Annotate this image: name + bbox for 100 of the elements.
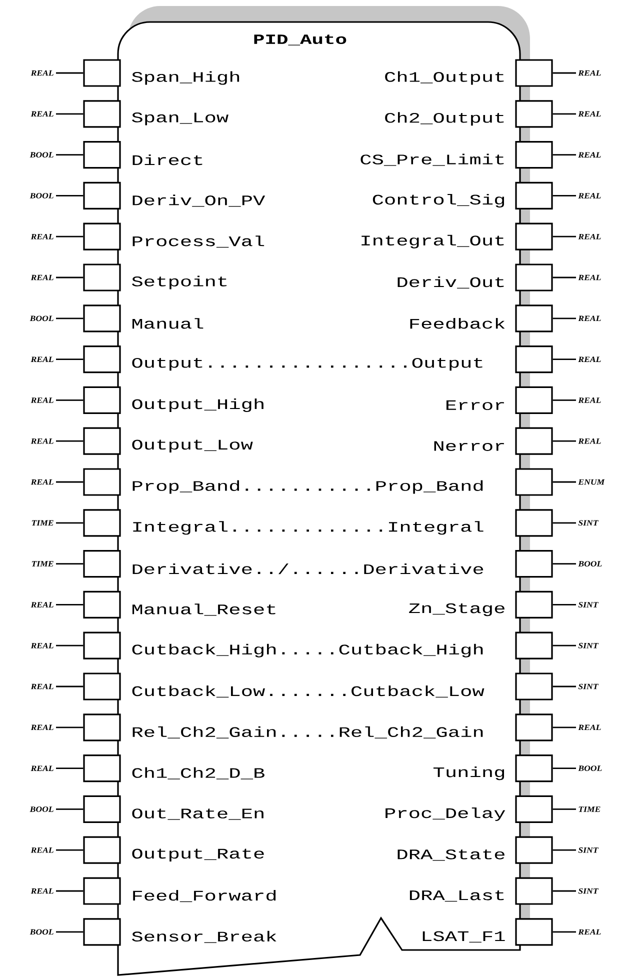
- pin-box: [515, 386, 553, 414]
- connector-line: [552, 440, 576, 442]
- pin-name: Span_High: [132, 71, 240, 85]
- pin-box: [83, 509, 121, 537]
- data-type-label: REAL: [578, 70, 601, 76]
- pin-name: Manual: [132, 318, 204, 329]
- connector-line: [552, 604, 576, 606]
- data-type-label: REAL: [30, 642, 54, 648]
- connector-line: [56, 72, 84, 74]
- connector-line: [552, 154, 576, 156]
- pin-box: [515, 754, 553, 782]
- connector-line: [56, 726, 84, 728]
- data-type-label: BOOL: [578, 766, 602, 771]
- pin-box: [83, 877, 121, 905]
- pin-box: [83, 427, 121, 455]
- pin-box: [515, 141, 553, 169]
- pin-name: DRA_Last: [410, 890, 504, 902]
- pin-box: [515, 590, 553, 618]
- data-type-label: SINT: [578, 602, 599, 608]
- pin-name: Direct: [132, 154, 202, 166]
- data-type-label: REAL: [30, 356, 54, 362]
- pin-box: [515, 427, 553, 455]
- pin-name: Output_Rate: [132, 848, 264, 862]
- connector-line: [552, 768, 576, 769]
- pin-name: Rel_Ch2_Gain.....Rel_Ch2_Gain: [132, 726, 483, 738]
- connector-line: [56, 113, 84, 115]
- pin-box: [515, 672, 553, 700]
- connector-line: [56, 808, 84, 810]
- connector-line: [56, 931, 84, 933]
- pin-name: DRA_State: [398, 849, 504, 861]
- data-type-label: REAL: [30, 684, 54, 690]
- connector-line: [552, 276, 576, 278]
- connector-line: [56, 236, 84, 238]
- pin-name: Cutback_Low.......Cutback_Low: [132, 685, 484, 698]
- data-type-label: REAL: [30, 274, 54, 280]
- data-type-label: BOOL: [30, 152, 54, 158]
- pin-name: Integral.............Integral: [133, 521, 484, 535]
- pin-name: Integral_Out: [362, 234, 504, 248]
- connector-line: [56, 563, 84, 564]
- pin-box: [83, 672, 121, 700]
- pin-name: Ch2_Output: [385, 112, 504, 126]
- connector-line: [552, 849, 576, 851]
- connector-line: [56, 276, 84, 278]
- pin-box: [83, 468, 121, 496]
- connector-line: [552, 726, 576, 728]
- pin-name: Ch1_Ch2_D_B: [132, 767, 264, 780]
- connector-line: [552, 563, 576, 564]
- pin-name: Zn_Stage: [409, 603, 504, 616]
- pin-name: Output_Low: [132, 440, 253, 452]
- pin-box: [83, 222, 121, 250]
- data-type-label: BOOL: [30, 316, 54, 322]
- pin-name: Output_High: [132, 398, 264, 412]
- data-type-label: TIME: [32, 520, 54, 526]
- data-type-label: REAL: [30, 111, 54, 117]
- pin-name: Nerror: [434, 441, 504, 451]
- pin-box: [515, 918, 553, 946]
- connector-line: [56, 154, 84, 156]
- pin-name: Derivative../......Derivative: [132, 563, 484, 574]
- data-type-label: TIME: [578, 806, 600, 812]
- data-type-label: ENUM: [578, 479, 605, 485]
- pin-box: [83, 632, 121, 660]
- connector-line: [552, 522, 576, 524]
- data-type-label: REAL: [30, 847, 54, 853]
- pin-box: [83, 550, 121, 578]
- pin-name: Output.................Output: [132, 358, 482, 371]
- data-type-label: REAL: [578, 152, 601, 158]
- data-type-label: REAL: [578, 438, 601, 444]
- pin-name: Tuning: [433, 766, 504, 780]
- pin-box: [83, 182, 121, 210]
- data-type-label: REAL: [578, 111, 601, 117]
- data-type-label: REAL: [30, 398, 54, 403]
- connector-line: [56, 768, 84, 769]
- connector-line: [552, 358, 576, 360]
- pin-box: [515, 346, 553, 374]
- pin-box: [515, 222, 553, 250]
- pin-box: [83, 100, 121, 128]
- pin-box: [83, 264, 121, 292]
- connector-line: [56, 400, 84, 401]
- connector-line: [552, 686, 576, 688]
- connector-line: [56, 195, 84, 196]
- connector-line: [56, 481, 84, 483]
- connector-line: [56, 440, 84, 442]
- connector-line: [552, 318, 576, 320]
- data-type-label: SINT: [578, 684, 599, 690]
- pin-box: [515, 714, 553, 742]
- pin-box: [515, 509, 553, 537]
- data-type-label: REAL: [30, 479, 54, 485]
- pin-box: [515, 182, 553, 210]
- data-type-label: REAL: [30, 766, 54, 771]
- pin-name: Span_Low: [132, 112, 228, 126]
- pin-name: Setpoint: [132, 276, 227, 290]
- data-type-label: REAL: [578, 274, 601, 280]
- pin-name: Manual_Reset: [132, 604, 276, 616]
- connector-line: [552, 890, 576, 892]
- data-type-label: BOOL: [578, 561, 602, 566]
- pin-box: [515, 795, 553, 823]
- pin-box: [83, 590, 121, 618]
- data-type-label: SINT: [578, 847, 599, 853]
- connector-line: [552, 113, 576, 115]
- pin-name: Sensor_Break: [132, 930, 276, 943]
